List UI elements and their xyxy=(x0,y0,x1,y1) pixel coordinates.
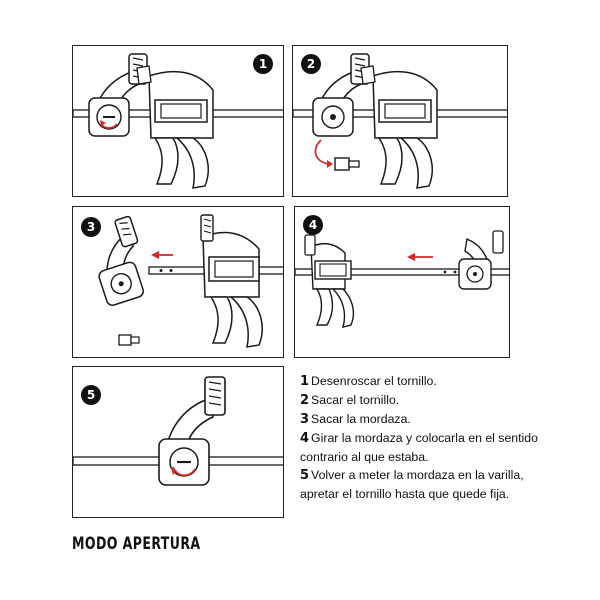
step-2-illustration xyxy=(293,53,507,189)
step-4-badge: 4 xyxy=(303,215,323,235)
remove-arrow xyxy=(314,139,330,165)
step-5-badge: 5 xyxy=(81,385,101,405)
step-1-illustration xyxy=(73,53,283,189)
screw xyxy=(334,157,350,171)
page-title: MODO APERTURA xyxy=(72,534,201,554)
step-3-illustration xyxy=(98,214,283,348)
clamp-trigger xyxy=(331,288,355,328)
clamp-trigger xyxy=(228,296,263,348)
clamp-bar xyxy=(295,268,509,276)
clamp-trigger xyxy=(174,137,209,189)
step-1-badge: 1 xyxy=(253,54,273,74)
jaw-pad xyxy=(204,376,226,416)
step-5-illustration xyxy=(73,376,283,486)
clamp-handle xyxy=(315,288,334,326)
screw xyxy=(118,334,132,346)
clamp-trigger xyxy=(398,137,433,189)
step-2-badge: 2 xyxy=(301,54,321,74)
step-3-panel: 3 xyxy=(72,206,284,358)
detached-jaw xyxy=(98,215,145,306)
step-5-panel: 5 xyxy=(72,366,284,518)
step-3-badge: 3 xyxy=(81,217,101,237)
step-4-illustration xyxy=(295,230,509,328)
clamp-handle xyxy=(153,137,179,185)
clamp-handle xyxy=(209,296,233,344)
reversed-jaw xyxy=(458,230,504,290)
step-1-panel: 1 xyxy=(72,45,284,197)
step-4-panel: 4 xyxy=(294,206,510,358)
clamp-handle xyxy=(377,137,403,185)
step-2-panel: 2 xyxy=(292,45,508,197)
